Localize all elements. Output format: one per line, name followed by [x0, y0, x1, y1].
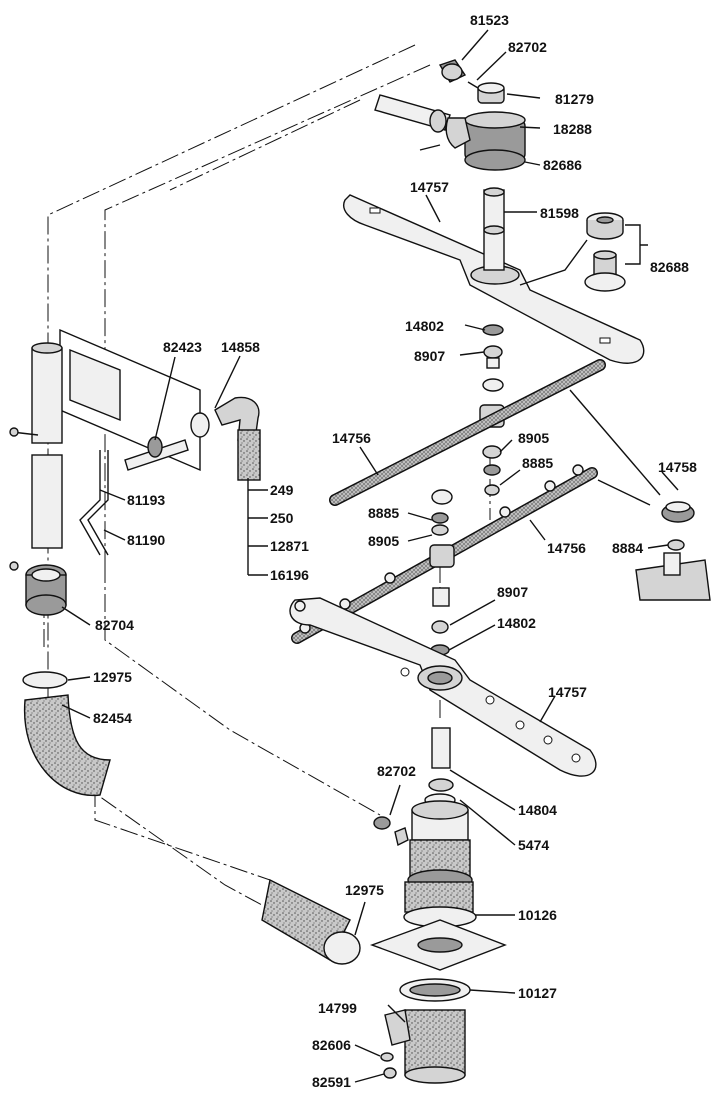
label-82688: 82688 [650, 259, 689, 275]
bushing-82688 [519, 212, 626, 292]
label-5474: 5474 [518, 837, 549, 853]
label-12975-bottom: 12975 [345, 882, 384, 898]
tee-connector-lower [429, 544, 455, 568]
lower-spray-arm [289, 597, 597, 777]
label-249: 249 [270, 482, 294, 498]
lower-shaft-parts [430, 489, 453, 656]
vertical-pipe-lower [31, 454, 63, 549]
label-14802-top: 14802 [405, 318, 444, 334]
label-82454: 82454 [93, 710, 132, 726]
label-10127: 10127 [518, 985, 557, 1001]
spray-tube-14756-upper [330, 360, 605, 505]
nut-8907-bottom [431, 620, 449, 634]
label-82686: 82686 [543, 157, 582, 173]
label-14799: 14799 [318, 1000, 357, 1016]
hose-82454 [23, 694, 111, 797]
label-14858: 14858 [221, 339, 260, 355]
cap-detail-14758 [569, 389, 711, 601]
label-81279: 81279 [555, 91, 594, 107]
washer-14802-top [482, 324, 504, 336]
label-81598: 81598 [540, 205, 579, 221]
label-82591: 82591 [312, 1074, 351, 1090]
sump-14799 [404, 1009, 466, 1076]
nut-8905-left [431, 524, 449, 536]
label-14804: 14804 [518, 802, 557, 818]
nut-82606 [380, 1052, 394, 1062]
label-82423: 82423 [163, 339, 202, 355]
label-16196: 16196 [270, 567, 309, 583]
label-12975-top: 12975 [93, 669, 132, 685]
nut-8905-right [482, 445, 502, 459]
label-8907-top: 8907 [414, 348, 445, 364]
label-82606: 82606 [312, 1037, 351, 1053]
label-82704: 82704 [95, 617, 134, 633]
label-14757-bottom: 14757 [548, 684, 587, 700]
screw-82702-top [467, 81, 479, 89]
label-10126: 10126 [518, 907, 557, 923]
hose-249 [237, 429, 261, 481]
upper-spray-arm [343, 187, 645, 364]
clamp-12975-top [22, 671, 68, 689]
tube-81193 [79, 450, 101, 556]
label-14757-top: 14757 [410, 179, 449, 195]
label-81193: 81193 [127, 492, 165, 508]
label-8884: 8884 [612, 540, 643, 556]
base-82686 [464, 149, 526, 171]
left-plumbing [9, 328, 361, 965]
upper-shaft-parts [479, 324, 505, 496]
label-leaders [61, 29, 679, 1083]
nut-81523 [441, 63, 463, 81]
label-8907-bottom: 8907 [497, 584, 528, 600]
shaft-14804 [431, 727, 451, 769]
nut-82591 [383, 1067, 397, 1079]
label-8905-right: 8905 [518, 430, 549, 446]
label-250: 250 [270, 510, 294, 526]
nut-82702-bottom [373, 816, 391, 830]
label-8885-left: 8885 [368, 505, 399, 521]
set-screw [419, 144, 441, 151]
part-labels: 81523 82702 81279 18288 82686 14757 8159… [93, 12, 697, 1090]
washer-8885-right [483, 464, 501, 476]
label-81523: 81523 [470, 12, 509, 28]
label-14756-left: 14756 [332, 430, 371, 446]
label-12871: 12871 [270, 538, 309, 554]
cap-8885-left [431, 489, 453, 505]
label-81190: 81190 [127, 532, 165, 548]
label-14756-right: 14756 [547, 540, 586, 556]
label-82702-bottom: 82702 [377, 763, 416, 779]
label-8885-right: 8885 [522, 455, 553, 471]
nut-8907-top [483, 345, 503, 359]
label-8905-left: 8905 [368, 533, 399, 549]
label-18288: 18288 [553, 121, 592, 137]
vertical-pipe-upper [31, 347, 63, 444]
clamp-12975-bottom [323, 931, 361, 965]
pump-column [369, 727, 507, 1084]
label-14758: 14758 [658, 459, 697, 475]
nozzle-assembly [374, 59, 526, 171]
label-82702-top: 82702 [508, 39, 547, 55]
label-14802-bottom: 14802 [497, 615, 536, 631]
nut-14858 [190, 412, 210, 438]
